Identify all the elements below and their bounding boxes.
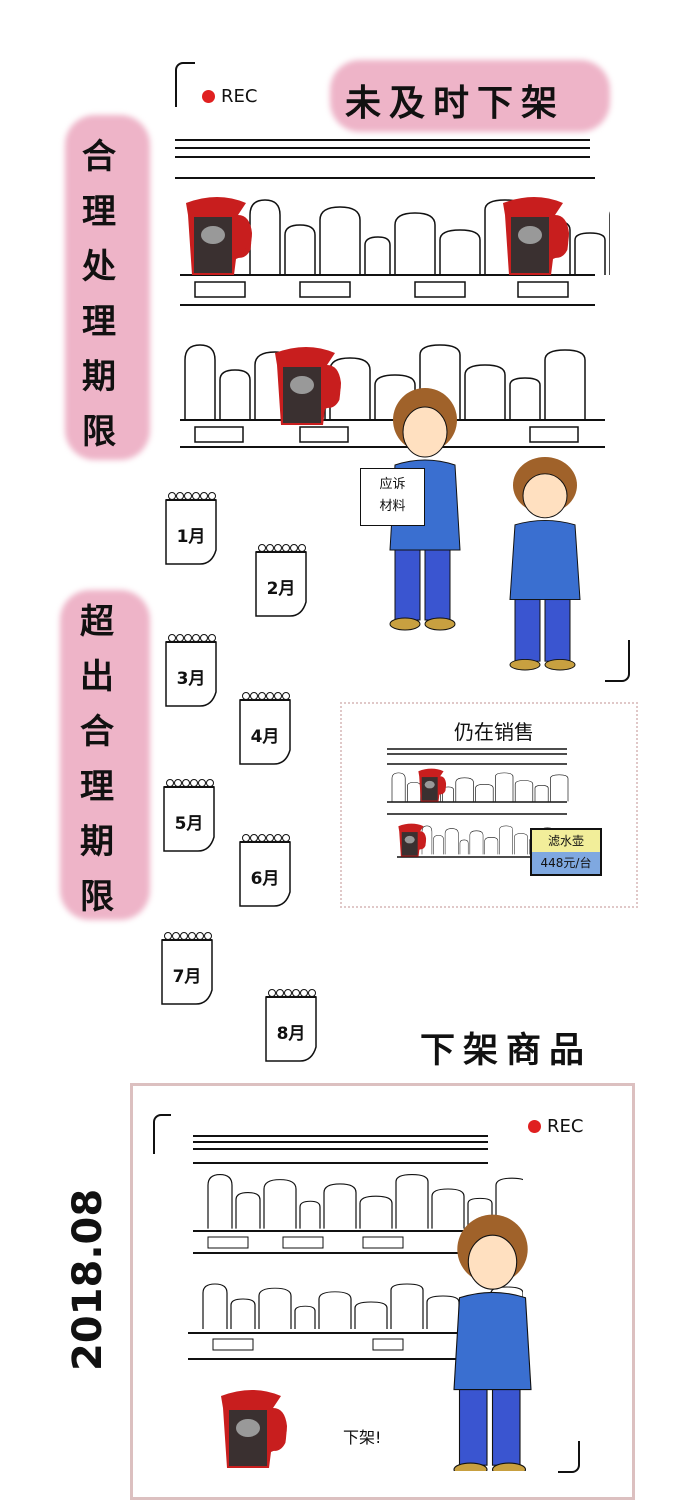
person-thinking (509, 456, 581, 671)
corner-bracket (605, 640, 630, 682)
calendar-icon (255, 544, 307, 617)
month-label: 6月 (250, 869, 280, 889)
calendar-icon (165, 492, 217, 565)
rec-indicator: REC (528, 1116, 583, 1137)
inset-title: 仍在销售 (454, 720, 534, 744)
corner-bracket (558, 1441, 580, 1473)
month-label: 4月 (250, 727, 280, 747)
water-pitcher-icon (186, 197, 252, 275)
rec-label: REC (547, 1116, 584, 1137)
calendar-page: 7月 (158, 928, 216, 1006)
still-on-sale-inset: 仍在销售 滤水壶 448元/台 (340, 702, 638, 908)
month-label: 7月 (172, 967, 202, 987)
water-pitcher-icon (275, 347, 341, 425)
panel-title: 未及时下架 (345, 83, 566, 124)
corner-bracket (175, 62, 195, 107)
record-dot-icon (528, 1120, 541, 1133)
date-label: 2018.08 (65, 1188, 111, 1371)
section-title: 下架商品 (420, 1031, 593, 1071)
month-label: 8月 (276, 1024, 306, 1044)
rec-indicator: REC (202, 86, 257, 107)
record-dot-icon (202, 90, 215, 103)
calendar-icon (239, 692, 291, 765)
calendar-page: 1月 (162, 488, 220, 566)
water-pitcher-icon (503, 197, 569, 275)
person-removing (453, 1214, 532, 1471)
calendar-icon (165, 634, 217, 707)
calendar-page: 8月 (262, 985, 320, 1063)
calendar-page: 2月 (252, 540, 310, 618)
month-label: 2月 (266, 579, 296, 599)
price-tag: 滤水壶 448元/台 (530, 828, 602, 876)
removed-pitcher (213, 1386, 303, 1476)
store-shelves (175, 139, 610, 448)
calendar-page: 3月 (162, 630, 220, 708)
speech-text: 下架! (343, 1428, 382, 1447)
calendar-icon (161, 932, 213, 1005)
month-label: 3月 (176, 669, 206, 689)
calendar-page: 4月 (236, 688, 294, 766)
water-pitcher-icon (417, 767, 448, 803)
lawsuit-document: 应诉材料 (360, 468, 425, 526)
reasonable-period-label: 合理处理期限 (82, 137, 116, 452)
exceeded-period-label: 超出合理期限 (80, 602, 114, 917)
removal-panel: REC 下架! (130, 1083, 635, 1500)
calendar-icon (239, 834, 291, 907)
month-label: 5月 (174, 814, 204, 834)
corner-bracket (153, 1114, 171, 1154)
calendar-icon (163, 779, 215, 852)
rec-label: REC (221, 86, 258, 107)
calendar-icon (265, 989, 317, 1062)
month-label: 1月 (176, 527, 206, 547)
calendar-page: 6月 (236, 830, 294, 908)
water-pitcher-icon (221, 1390, 287, 1468)
calendar-page: 5月 (160, 775, 218, 853)
